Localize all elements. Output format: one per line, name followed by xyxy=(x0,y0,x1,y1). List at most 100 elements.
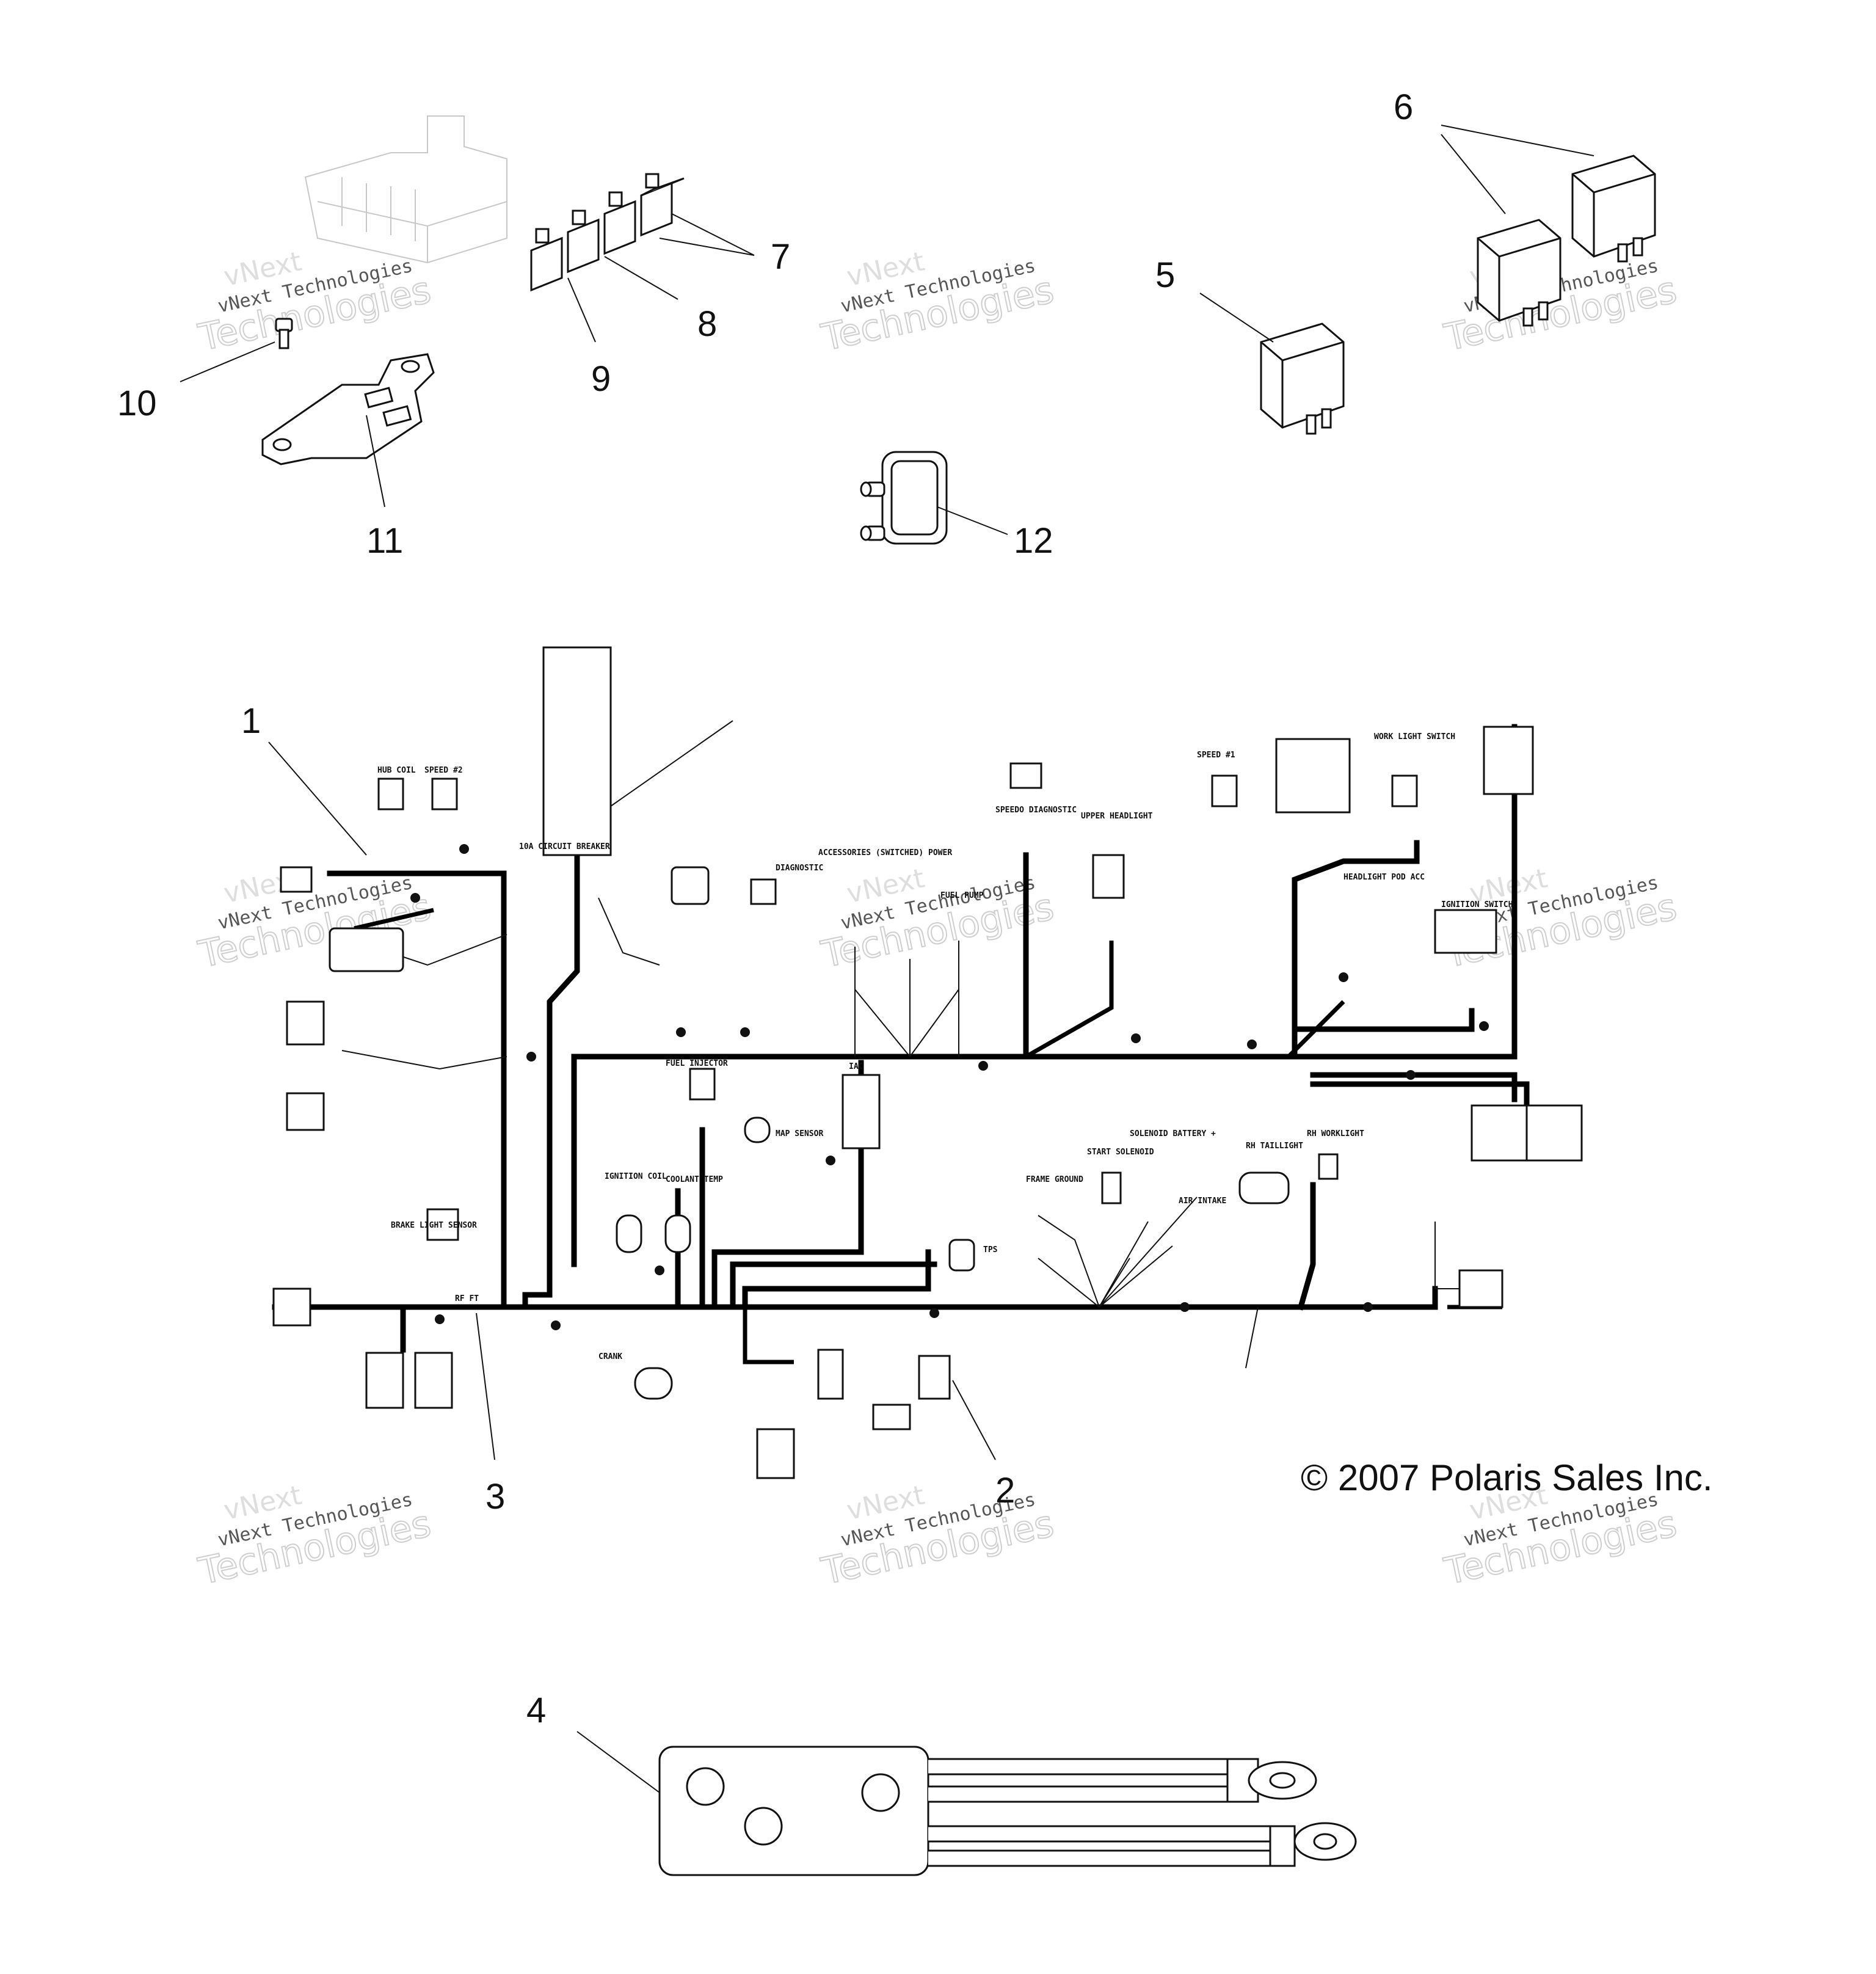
callout-1: 1 xyxy=(241,701,261,741)
connector-ignition-coil xyxy=(616,1214,642,1253)
connector-speed1 xyxy=(1211,774,1238,807)
label-hub-coil: HUB COIL xyxy=(377,766,416,775)
leader-10 xyxy=(180,341,275,382)
leader-11 xyxy=(366,415,385,508)
label-map-sensor: MAP SENSOR xyxy=(776,1129,823,1138)
connector-coolant-temp xyxy=(664,1214,691,1253)
connector-gauge xyxy=(1275,738,1351,814)
callout-4: 4 xyxy=(526,1691,546,1730)
callout-5: 5 xyxy=(1155,255,1175,295)
bracket-part-11 xyxy=(261,353,435,465)
callout-9: 9 xyxy=(591,359,611,399)
connector-right-lower xyxy=(1458,1269,1503,1308)
reference-dots xyxy=(410,844,1489,1330)
label-fuel-injector: FUEL INJECTOR xyxy=(666,1059,728,1068)
leader-4 xyxy=(576,1731,660,1793)
connector-part-2 xyxy=(918,1355,951,1400)
label-work-light-switch: WORK LIGHT SWITCH xyxy=(1374,732,1455,741)
label-accessories: ACCESSORIES (SWITCHED) POWER xyxy=(818,848,952,858)
connector-rh-worklight xyxy=(1318,1153,1339,1180)
connector-speed2 xyxy=(431,778,458,810)
leader-7a xyxy=(659,238,755,256)
connector-frame-ground xyxy=(1101,1171,1122,1204)
label-rh-worklight: RH WORKLIGHT xyxy=(1307,1129,1364,1138)
callout-11: 11 xyxy=(366,521,403,561)
leader-3 xyxy=(476,1313,495,1460)
connector-left xyxy=(272,1287,311,1327)
label-ignition-switch: IGNITION SWITCH xyxy=(1441,900,1513,909)
label-speedo-diagnostic: SPEEDO DIAGNOSTIC xyxy=(995,806,1077,815)
leader-7b xyxy=(671,213,755,256)
leader-2 xyxy=(952,1380,996,1460)
leader-5 xyxy=(1199,293,1274,343)
label-rf-ft: RF FT xyxy=(455,1294,479,1303)
label-solenoid-battery: SOLENOID BATTERY + xyxy=(1130,1129,1216,1138)
callout-7: 7 xyxy=(771,237,790,277)
connector-brake-light xyxy=(426,1208,459,1241)
connector-speedo xyxy=(1009,762,1042,789)
connector-bottom xyxy=(756,1428,795,1479)
connector-hub-coil xyxy=(377,778,404,810)
connector-iac xyxy=(842,1074,881,1149)
leader-9 xyxy=(567,277,596,343)
connector-fuel-injector xyxy=(689,1068,716,1101)
label-speed1: SPEED #1 xyxy=(1197,751,1235,760)
main-wiring-harness: HUB COIL SPEED #2 10A CIRCUIT BREAKER DI… xyxy=(272,646,1583,1479)
label-air-intake: AIR INTAKE xyxy=(1179,1196,1226,1206)
circuit-breaker-part-12 xyxy=(860,451,948,545)
label-circuit-breaker: 10A CIRCUIT BREAKER xyxy=(519,842,610,851)
connector-top-right xyxy=(1483,726,1534,795)
connector-map xyxy=(744,1116,771,1143)
label-rh-taillight: RH TAILLIGHT xyxy=(1246,1142,1303,1151)
connector-tps xyxy=(948,1239,975,1272)
connector-lower-left-b xyxy=(414,1352,453,1409)
label-start-solenoid: START SOLENOID xyxy=(1087,1148,1154,1157)
connector-diagnostic xyxy=(671,866,710,905)
label-iac: IAC xyxy=(849,1062,863,1071)
connector-crank xyxy=(634,1367,673,1400)
leader-6a xyxy=(1441,125,1594,156)
label-upper-headlight: UPPER HEADLIGHT xyxy=(1081,812,1153,821)
label-frame-ground: FRAME GROUND xyxy=(1026,1175,1083,1184)
label-diagnostic: DIAGNOSTIC xyxy=(776,864,823,873)
callout-12: 12 xyxy=(1014,521,1053,561)
label-coolant-temp: COOLANT TEMP xyxy=(666,1175,723,1184)
label-brake-light-sensor: BRAKE LIGHT SENSOR xyxy=(391,1221,477,1230)
connector-bottom-b xyxy=(817,1349,844,1400)
connector-right-b xyxy=(1525,1104,1583,1162)
connector-left-upper xyxy=(280,866,313,893)
connector-work-light-switch xyxy=(1391,774,1418,807)
fuse-box-ghost xyxy=(304,115,507,264)
connector-rh-taillight xyxy=(1238,1171,1290,1204)
ground-strap-part-4 xyxy=(658,1746,1357,1876)
connector-ignition-switch xyxy=(1434,909,1497,954)
callout-6: 6 xyxy=(1394,87,1413,127)
leader-8 xyxy=(604,256,678,300)
label-headlight-pod: HEADLIGHT POD ACC xyxy=(1343,873,1425,882)
connector-side-b xyxy=(286,1092,325,1131)
label-ignition-coil: IGNITION COIL xyxy=(605,1172,667,1181)
relay-part-5 xyxy=(1260,322,1345,435)
connector-diag-b xyxy=(750,878,777,905)
connector-dash xyxy=(542,646,612,856)
screw-part-10 xyxy=(275,318,293,349)
relays-part-6 xyxy=(1477,155,1656,327)
copyright-notice: © 2007 Polaris Sales Inc. xyxy=(1301,1457,1713,1498)
connector-side-a xyxy=(286,1000,325,1046)
leader-6b xyxy=(1441,134,1506,214)
callout-3: 3 xyxy=(485,1477,505,1517)
leader-1 xyxy=(268,741,367,856)
leader-12 xyxy=(937,506,1008,535)
connector-bottom-c xyxy=(872,1404,911,1430)
connector-right-a xyxy=(1471,1104,1528,1162)
label-fuel-pump: FUEL PUMP xyxy=(940,891,984,900)
connector-lower-left-a xyxy=(365,1352,404,1409)
connector-multi xyxy=(329,927,404,972)
callout-10: 10 xyxy=(117,384,157,423)
label-crank: CRANK xyxy=(598,1352,622,1361)
callout-8: 8 xyxy=(697,304,717,344)
connector-upper-headlight xyxy=(1092,854,1125,899)
callout-2: 2 xyxy=(995,1471,1015,1510)
fuses-part-7-8-9 xyxy=(530,173,685,292)
